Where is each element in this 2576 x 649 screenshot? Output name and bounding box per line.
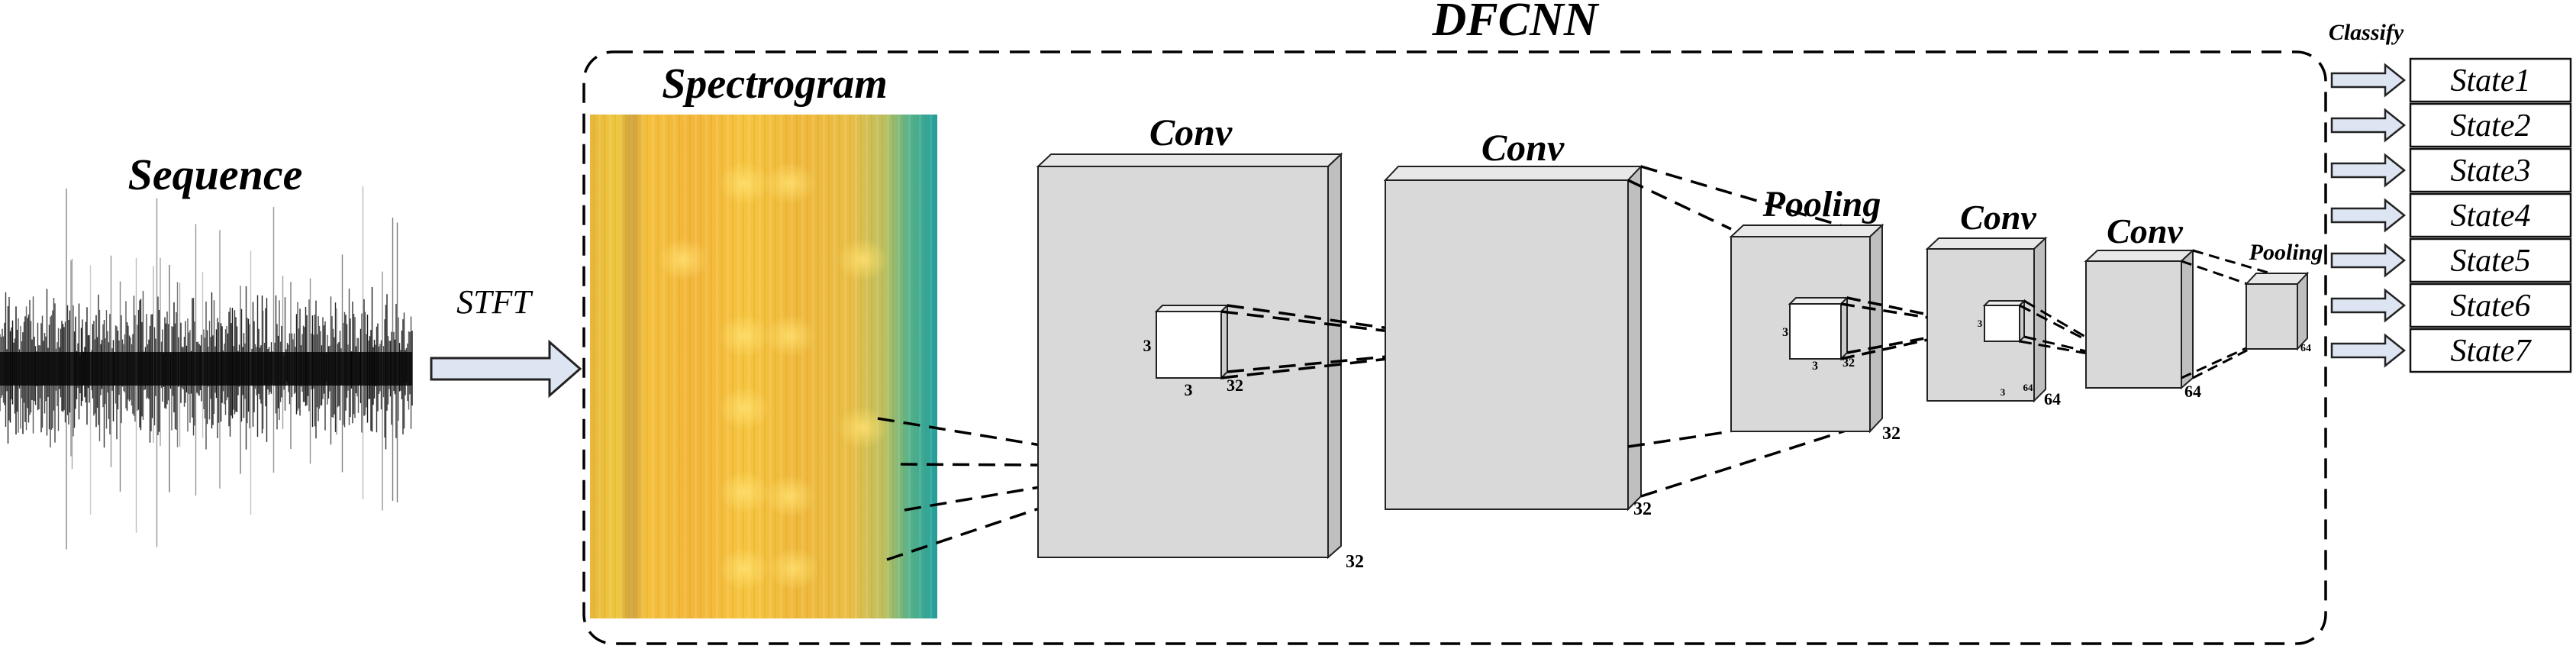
conv1-kernel-width: 3	[1185, 380, 1193, 399]
state-box	[2409, 328, 2572, 373]
conv3-kernel-depth: 64	[2023, 382, 2034, 393]
classify-label: Classify	[2329, 20, 2404, 45]
state-box	[2409, 283, 2572, 328]
state-arrow	[2330, 198, 2407, 233]
state-label: State2	[2451, 108, 2531, 144]
spectrogram-image	[590, 115, 937, 618]
conv4-label: Conv	[2107, 211, 2183, 250]
state-box	[2409, 192, 2572, 238]
state-label: State3	[2451, 153, 2531, 189]
state-label: State6	[2451, 289, 2531, 324]
state-arrow	[2330, 243, 2407, 278]
conv1-depth: 32	[1346, 552, 1364, 572]
conv1-kernel	[1154, 303, 1230, 380]
pool1-kernel	[1788, 295, 1849, 361]
conv3-depth: 64	[2044, 389, 2061, 408]
conv1-kernel-depth: 32	[1227, 376, 1243, 395]
conv3-label: Conv	[1960, 198, 2036, 237]
state-list: State1State2State3State4State5State6Stat…	[2330, 57, 2572, 373]
state-arrow	[2330, 288, 2407, 323]
conv1-label: Conv	[1149, 111, 1233, 153]
pool2-depth: 64	[2300, 343, 2311, 354]
sequence-label: Sequence	[128, 150, 303, 199]
conv1-kernel-height: 3	[1143, 336, 1152, 355]
diagram-title: DFCNN	[1431, 0, 1599, 46]
state-box	[2409, 102, 2572, 148]
conv2-block	[1383, 164, 1643, 512]
stft-label: STFT	[456, 283, 534, 321]
conv3-kernel	[1982, 299, 2026, 344]
pool1-kernel-height: 3	[1782, 326, 1788, 339]
conv2-depth: 32	[1633, 499, 1652, 519]
pool2-label: Pooling	[2249, 240, 2323, 265]
state-label: State7	[2451, 334, 2532, 369]
state-label: State5	[2451, 244, 2531, 279]
state-arrow	[2330, 108, 2407, 143]
conv3-kernel-height: 3	[1978, 318, 1983, 329]
state-arrow	[2330, 153, 2407, 188]
sequence-waveform	[0, 186, 413, 550]
state-box	[2409, 147, 2572, 193]
conv4-depth: 64	[2184, 382, 2201, 401]
state-box	[2409, 237, 2572, 283]
dfcnn-frame	[582, 50, 2327, 645]
state-label: State4	[2451, 199, 2531, 234]
conv2-label: Conv	[1481, 126, 1565, 169]
state-arrow	[2330, 333, 2407, 368]
state-box	[2409, 57, 2572, 103]
pool1-depth: 32	[1882, 424, 1901, 444]
conv4-block	[2084, 248, 2195, 390]
state-label: State1	[2451, 63, 2531, 98]
spectrogram-label: Spectrogram	[662, 60, 888, 108]
pool1-kernel-depth: 32	[1843, 357, 1855, 370]
pool1-kernel-width: 3	[1812, 360, 1818, 373]
state-arrow	[2330, 63, 2407, 98]
pool1-label: Pooling	[1762, 184, 1881, 224]
stft-arrow	[430, 339, 582, 399]
pool2-block	[2244, 271, 2310, 351]
conv3-kernel-width: 3	[2001, 386, 2006, 398]
